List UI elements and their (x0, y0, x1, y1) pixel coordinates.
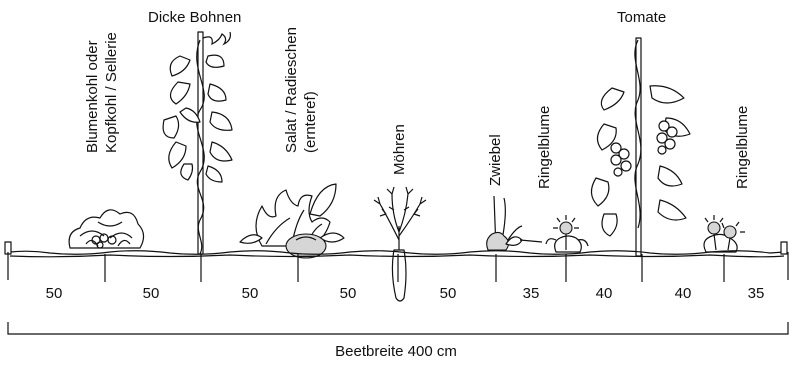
plant-tomate (591, 38, 690, 256)
bed-width-label: Beetbreite 400 cm (335, 343, 457, 360)
bed-width-dimension: Beetbreite 400 cm (8, 322, 788, 360)
label-dicke-bohnen: Dicke Bohnen (148, 9, 241, 26)
label-ringelblume-right: Ringelblume (734, 106, 751, 189)
label-zwiebel: Zwiebel (487, 134, 504, 186)
label-blumenkohl-line1: Blumenkohl oder (84, 40, 101, 153)
bed-edge-right (781, 242, 787, 254)
spacing-value: 40 (596, 285, 613, 302)
label-tomate: Tomate (617, 9, 666, 26)
plant-labels: Blumenkohl oder Kopfkohl / Sellerie Dick… (84, 9, 751, 189)
spacing-value: 35 (523, 285, 540, 302)
spacing-value: 40 (675, 285, 692, 302)
label-moehren: Möhren (391, 124, 408, 175)
plant-dicke-bohnen (163, 32, 232, 254)
plant-zwiebel (487, 196, 542, 250)
spacing-value: 50 (440, 285, 457, 302)
label-salat-line1: Salat / Radieschen (283, 27, 300, 153)
spacing-value: 50 (46, 285, 63, 302)
plant-ringelblume-right (704, 215, 745, 252)
plant-cauliflower (69, 210, 143, 248)
tomato-cluster-left (611, 143, 631, 176)
plant-ringelblume-left (546, 215, 588, 252)
label-salat-line2: (ernteref) (302, 91, 319, 153)
spacing-value: 35 (748, 285, 765, 302)
label-ringelblume-left: Ringelblume (536, 106, 553, 189)
width-bracket (8, 322, 788, 334)
spacing-value: 50 (242, 285, 259, 302)
spacing-value: 50 (340, 285, 357, 302)
spacing-value: 50 (143, 285, 160, 302)
plant-moehren (374, 187, 426, 301)
label-blumenkohl-line2: Kopfkohl / Sellerie (103, 32, 120, 153)
plant-salat (240, 184, 344, 258)
